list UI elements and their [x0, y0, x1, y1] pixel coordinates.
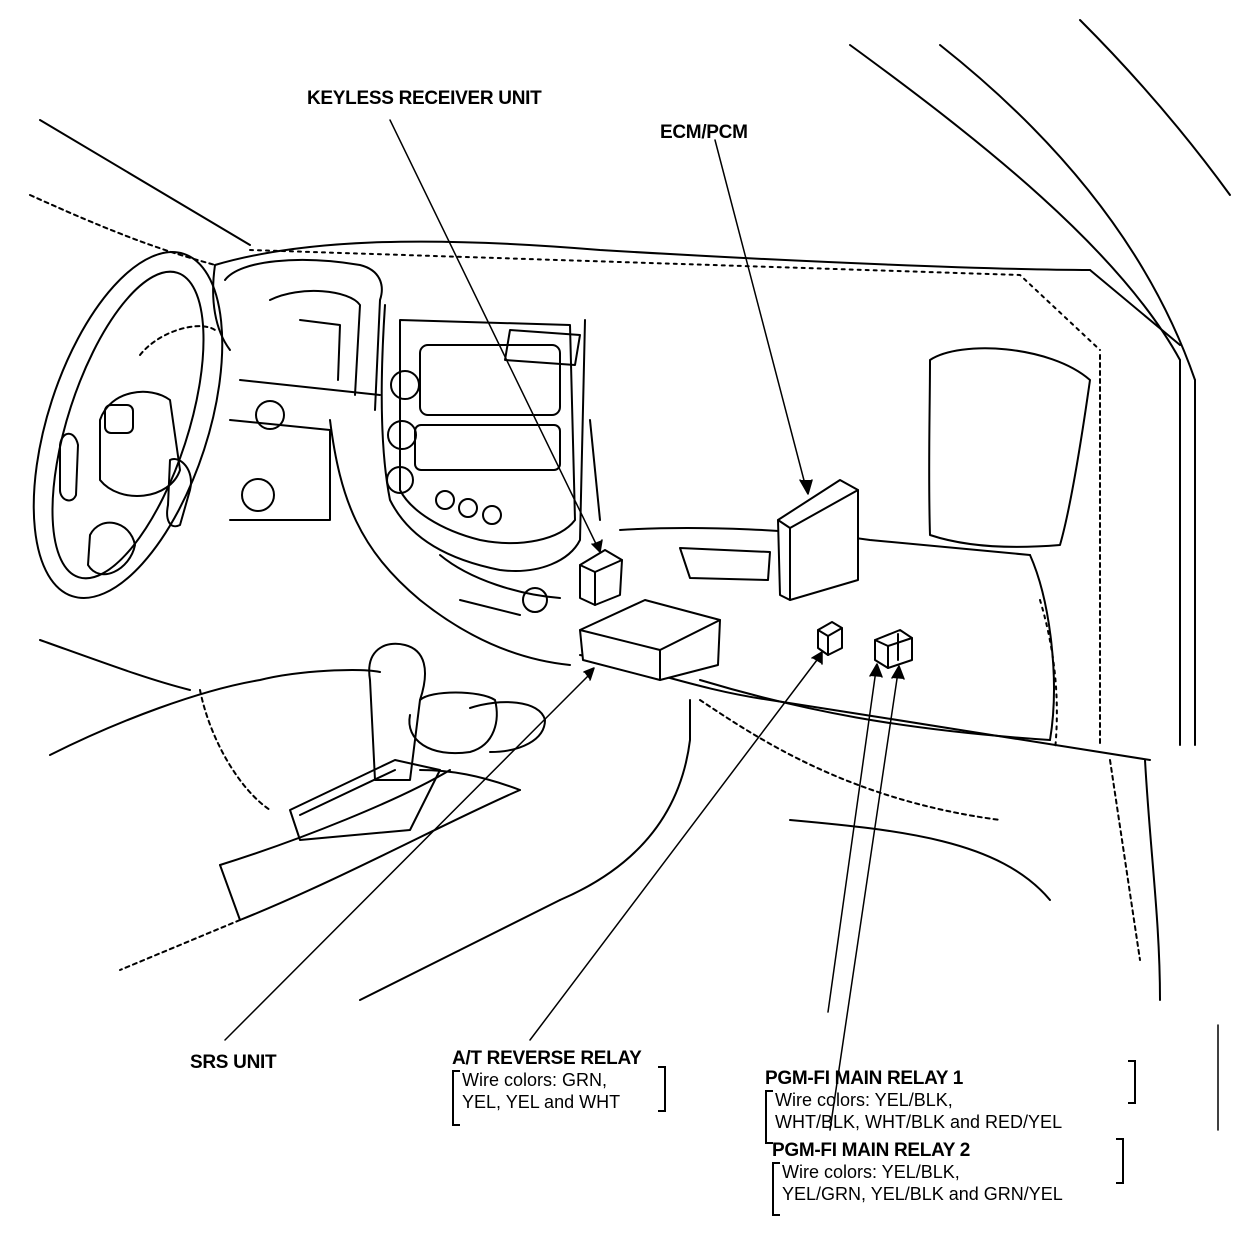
pgm1-wire-colors-line2: WHT/BLK, WHT/BLK and RED/YEL — [775, 1112, 1063, 1132]
label-ecm-pcm: ECM/PCM — [660, 122, 748, 143]
leader-lines — [224, 119, 1219, 1131]
label-srs-unit: SRS UNIT — [190, 1052, 277, 1073]
bracket-right — [658, 1066, 666, 1112]
component-pgm-fi-relays — [874, 629, 913, 669]
at-relay-wire-colors-line1: Wire colors: GRN, — [462, 1070, 608, 1090]
bracket-left — [765, 1090, 773, 1144]
label-keyless-receiver-unit: KEYLESS RECEIVER UNIT — [307, 88, 542, 109]
dashboard-top — [29, 194, 1181, 351]
at-relay-wire-colors-line2: YEL, YEL and WHT — [462, 1092, 621, 1112]
steering-wheel — [32, 251, 224, 599]
bracket-left — [772, 1162, 780, 1216]
bracket-right — [1116, 1138, 1124, 1184]
label-pgm-fi-main-relay-2: PGM-FI MAIN RELAY 2 — [772, 1140, 971, 1161]
bracket-right — [1128, 1060, 1136, 1104]
bracket-left — [452, 1070, 460, 1126]
windshield-lines — [39, 19, 1231, 746]
pgm2-wire-colors-line1: Wire colors: YEL/BLK, — [782, 1162, 960, 1182]
shifter-console — [119, 642, 1161, 1001]
left-door — [39, 639, 381, 811]
component-ecm-pcm — [777, 479, 859, 601]
component-at-reverse-relay — [817, 621, 843, 656]
component-keyless-receiver — [579, 549, 623, 606]
label-pgm-fi-main-relay-1: PGM-FI MAIN RELAY 1 — [765, 1068, 964, 1089]
label-at-reverse-relay: A/T REVERSE RELAY — [452, 1048, 642, 1069]
component-srs-unit — [579, 599, 721, 681]
pgm2-wire-colors-line2: YEL/GRN, YEL/BLK and GRN/YEL — [782, 1184, 1063, 1204]
center-stack — [329, 304, 586, 666]
pgm1-wire-colors-line1: Wire colors: YEL/BLK, — [775, 1090, 953, 1110]
instrument-cluster — [224, 259, 383, 411]
